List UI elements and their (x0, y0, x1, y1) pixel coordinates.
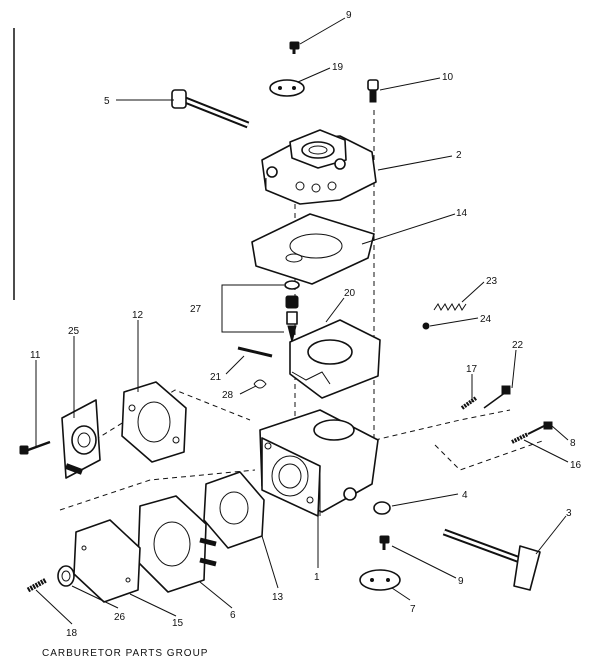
callout-19: 19 (332, 62, 344, 73)
callout-12: 12 (132, 310, 144, 321)
callout-1: 1 (314, 572, 320, 583)
leader-lines (35, 17, 569, 625)
callout-25: 25 (68, 326, 80, 337)
part-26-cap (57, 565, 75, 587)
callout-23: 23 (486, 276, 498, 287)
callout-22: 22 (512, 340, 524, 351)
part-23-spring (433, 303, 467, 311)
part-1-carburetor-body (259, 409, 379, 517)
callout-4: 4 (462, 490, 468, 501)
callout-20: 20 (344, 288, 356, 299)
callout-18: 18 (66, 628, 78, 639)
part-19-cap (269, 79, 305, 97)
part-9-screw-bottom (379, 535, 390, 550)
part-7-choke-plate (359, 569, 401, 591)
callout-15: 15 (172, 618, 184, 629)
callout-3: 3 (566, 508, 572, 519)
part-22-needle (483, 385, 511, 409)
part-9-screw-top (289, 41, 300, 54)
callout-11: 11 (30, 350, 41, 361)
part-3-choke-shaft (442, 528, 541, 591)
part-14-gasket (251, 213, 375, 285)
callout-28: 28 (222, 390, 234, 401)
callout-13: 13 (272, 592, 284, 603)
part-20-pump-body (289, 319, 381, 399)
callout-17: 17 (466, 364, 478, 375)
part-17-spring (460, 396, 478, 410)
part-4-bushing (373, 501, 391, 515)
part-15-diaphragm (73, 519, 141, 603)
callout-7: 7 (410, 604, 416, 615)
callout-26: 26 (114, 612, 126, 623)
part-5-throttle-shaft (171, 89, 250, 129)
part-25-intake-flange (61, 399, 101, 479)
part-13-gasket (203, 471, 265, 549)
diagram-caption: CARBURETOR PARTS GROUP (42, 648, 208, 659)
callout-9-top: 9 (346, 10, 352, 21)
callout-9-bottom: 9 (458, 576, 464, 587)
callout-5: 5 (104, 96, 110, 107)
part-24-ball (422, 322, 430, 330)
part-2-carburetor-cover (261, 129, 377, 205)
callout-8: 8 (570, 438, 576, 449)
callout-27: 27 (190, 304, 202, 315)
part-10-screw (367, 79, 379, 103)
part-18-spring (26, 577, 48, 593)
callout-24: 24 (480, 314, 492, 325)
callout-2: 2 (456, 150, 462, 161)
part-8-screw (527, 421, 553, 435)
callout-14: 14 (456, 208, 468, 219)
callout-6: 6 (230, 610, 236, 621)
part-28-clip (253, 379, 267, 389)
part-27-inlet-needle (284, 280, 300, 343)
part-21-pin (237, 346, 273, 358)
callout-21: 21 (210, 372, 222, 383)
part-11-screw (19, 440, 51, 455)
part-12-gasket (121, 381, 187, 463)
callout-16: 16 (570, 460, 582, 471)
callout-10: 10 (442, 72, 454, 83)
